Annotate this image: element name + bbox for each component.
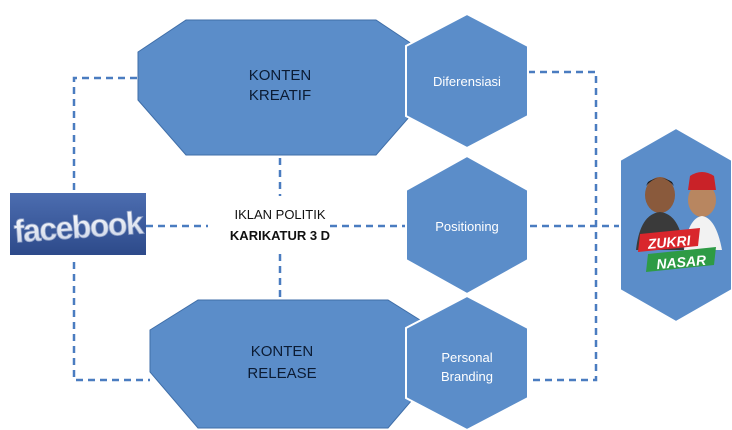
konten-release-label-2: RELEASE bbox=[247, 365, 316, 382]
konten-kreatif-label-1: KONTEN bbox=[249, 67, 312, 84]
konten-kreatif-label-2: KREATIF bbox=[249, 87, 311, 104]
candidate-badge-line2: NASAR bbox=[656, 252, 708, 272]
positioning-label: Positioning bbox=[435, 219, 499, 234]
positioning-hexagon: Positioning bbox=[405, 154, 529, 296]
personal-branding-hexagon: Personal Branding bbox=[405, 294, 529, 430]
center-label: IKLAN POLITIK KARIKATUR 3 D bbox=[230, 207, 330, 243]
personal-branding-label-1: Personal bbox=[441, 350, 492, 365]
connector-diferensiasi-right bbox=[528, 70, 598, 382]
center-label-line2: KARIKATUR 3 D bbox=[230, 228, 330, 243]
diferensiasi-hexagon: Diferensiasi bbox=[405, 12, 529, 150]
connector-facebook-to-kreatif bbox=[72, 76, 138, 190]
center-label-line1: IKLAN POLITIK bbox=[234, 207, 325, 222]
facebook-logo: facebook bbox=[10, 193, 146, 255]
connector-lines bbox=[72, 70, 622, 382]
candidate-badge-line1: ZUKRI bbox=[646, 232, 692, 252]
candidate-badge: ZUKRI NASAR bbox=[619, 126, 732, 324]
diferensiasi-label: Diferensiasi bbox=[433, 74, 501, 89]
konten-release-label-1: KONTEN bbox=[251, 343, 314, 360]
connector-facebook-to-release bbox=[72, 262, 150, 382]
konten-kreatif-shape: KONTEN KREATIF bbox=[137, 19, 425, 156]
candidate-name-badge: ZUKRI NASAR bbox=[638, 228, 716, 272]
konten-release-shape: KONTEN RELEASE bbox=[149, 299, 437, 429]
personal-branding-label-2: Branding bbox=[441, 369, 493, 384]
